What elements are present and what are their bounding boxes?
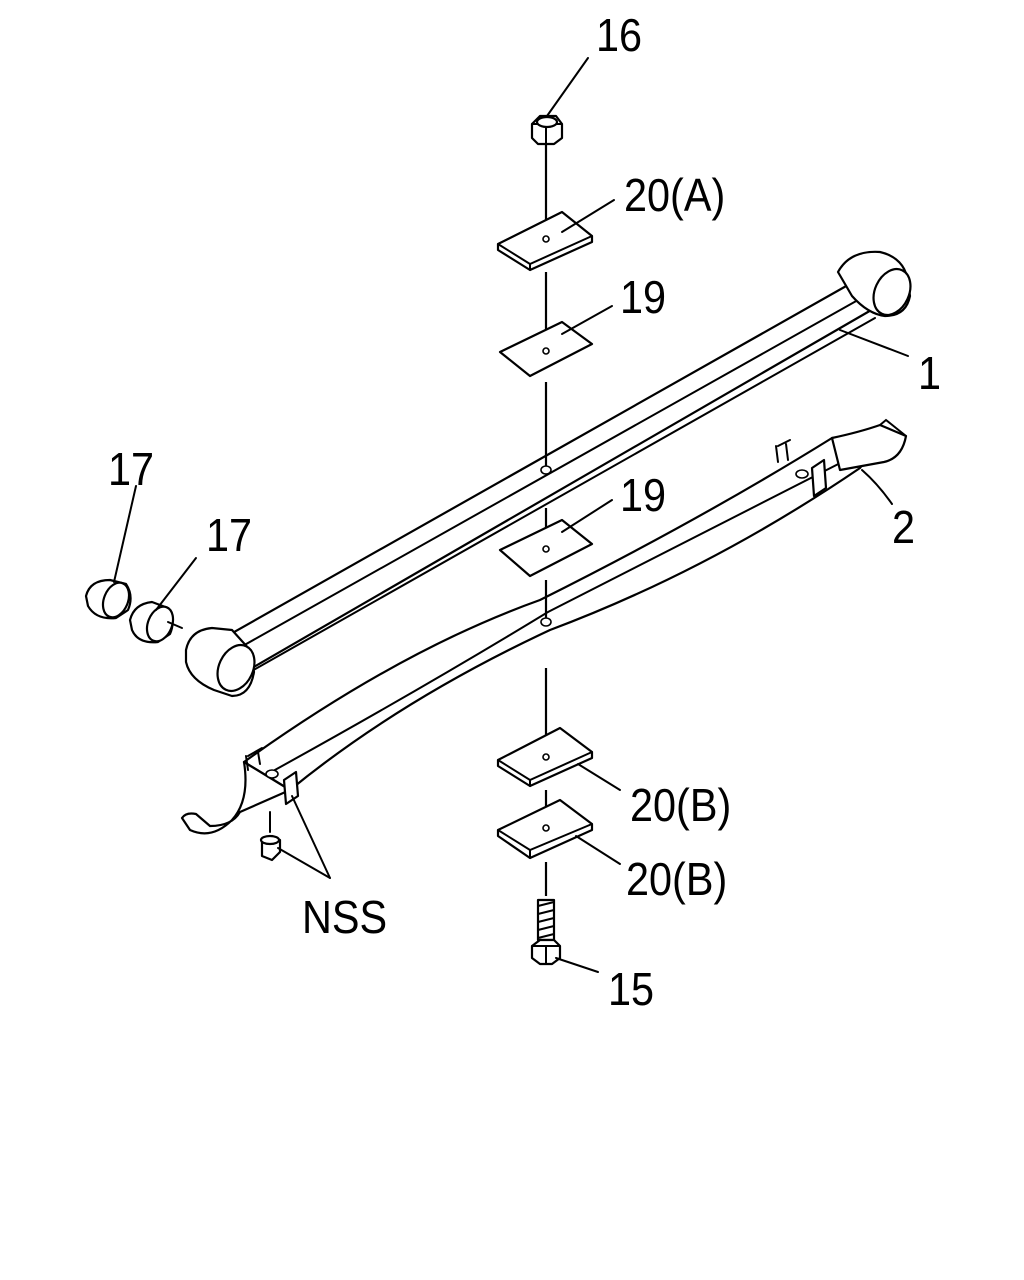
nut — [530, 114, 564, 146]
callout-20a: 20(A) — [624, 169, 726, 221]
main-leaf-spring — [184, 250, 912, 698]
callout-19-upper: 19 — [620, 271, 667, 323]
callout-17-right: 17 — [206, 509, 253, 561]
callout-20b-lower: 20(B) — [626, 853, 728, 905]
callout-2: 2 — [892, 501, 916, 553]
callout-nss: NSS — [302, 891, 388, 943]
second-leaf-spring — [180, 418, 908, 835]
plate-20b-upper — [496, 726, 594, 788]
nss-clip-bolt — [259, 811, 282, 862]
plate-19-lower — [498, 518, 594, 578]
plate-19-upper — [498, 320, 594, 378]
callout-20b-upper: 20(B) — [630, 779, 732, 831]
callout-17-left: 17 — [108, 443, 155, 495]
plate-20a — [496, 210, 594, 272]
bushing-left — [84, 578, 132, 620]
callout-15: 15 — [608, 963, 655, 1015]
bushing-right — [128, 600, 183, 644]
callout-16: 16 — [596, 9, 643, 61]
leader-lines — [113, 57, 909, 973]
callout-1: 1 — [918, 347, 942, 399]
plate-20b-lower — [496, 798, 594, 860]
callout-19-lower: 19 — [620, 469, 667, 521]
center-bolt — [530, 898, 562, 966]
